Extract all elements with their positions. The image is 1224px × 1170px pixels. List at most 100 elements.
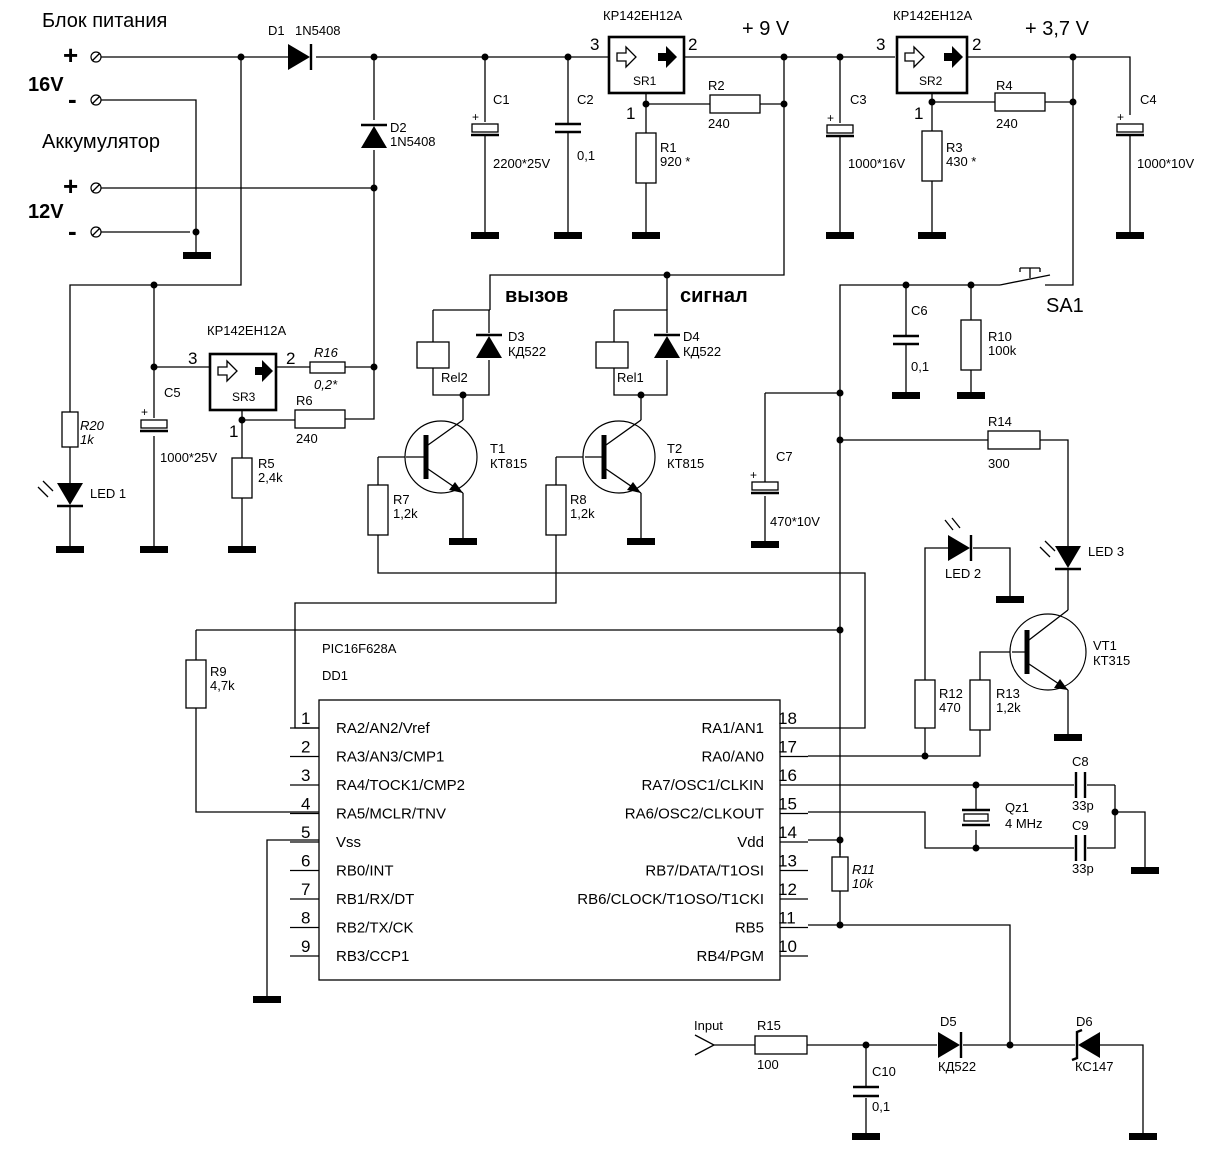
resistor-r8: R8 1,2k bbox=[545, 484, 595, 536]
c1-value: 2200*25V bbox=[493, 156, 550, 171]
sr3-pin-out: 2 bbox=[286, 349, 295, 368]
mcu-pin-name: RB0/INT bbox=[336, 863, 394, 880]
rail-3v7-label: + 3,7 V bbox=[1025, 18, 1090, 40]
resistor-r13: R13 1,2k bbox=[969, 679, 1021, 731]
r2-ref: R2 bbox=[708, 78, 725, 93]
vt1-ref: VT1 bbox=[1093, 638, 1117, 653]
mcu-pin-number: 1 bbox=[301, 709, 310, 728]
capacitor-c10: C10 0,1 bbox=[853, 1064, 896, 1114]
capacitor-c2: C2 0,1 bbox=[555, 92, 595, 163]
mcu-right-pins: 18RA1/AN117RA0/AN016RA7/OSC1/CLKIN15RA6/… bbox=[577, 709, 808, 965]
r12-value: 470 bbox=[939, 700, 961, 715]
sr3-pin-in: 3 bbox=[188, 349, 197, 368]
sr1-ref: SR1 bbox=[633, 74, 657, 88]
mcu-pin-number: 11 bbox=[778, 909, 796, 928]
mcu-pin-name: RB2/TX/CK bbox=[336, 920, 414, 937]
sa1-label: SA1 bbox=[1046, 295, 1084, 317]
c6-ref: C6 bbox=[911, 303, 928, 318]
r4-value: 240 bbox=[996, 116, 1018, 131]
c3-value: 1000*16V bbox=[848, 156, 905, 171]
c2-ref: C2 bbox=[577, 92, 594, 107]
mcu-dd1: PIC16F628A DD1 1RA2/AN2/Vref2RA3/AN3/CMP… bbox=[290, 641, 808, 981]
mcu-pin-number: 7 bbox=[301, 880, 310, 899]
mcu-pin-number: 15 bbox=[778, 795, 797, 814]
c9-value: 33p bbox=[1072, 861, 1094, 876]
r15-value: 100 bbox=[757, 1057, 779, 1072]
r10-value: 100k bbox=[988, 343, 1017, 358]
mcu-pin-number: 10 bbox=[778, 937, 797, 956]
r16-value: 0,2* bbox=[314, 377, 338, 392]
vt1-part: КТ315 bbox=[1093, 653, 1130, 668]
call-label: вызов bbox=[505, 285, 568, 307]
capacitor-c8: C8 33p bbox=[1072, 754, 1094, 813]
sr2-pin-in: 3 bbox=[876, 35, 885, 54]
signal-label: сигнал bbox=[680, 285, 748, 307]
mcu-pin-name: Vss bbox=[336, 834, 361, 851]
mcu-pin-name: RA1/AN1 bbox=[701, 720, 764, 737]
svg-text:+: + bbox=[750, 468, 757, 482]
mcu-pin-name: RA7/OSC1/CLKIN bbox=[641, 777, 764, 794]
capacitor-c4: + C4 1000*10V bbox=[1116, 92, 1194, 171]
r1-value: 920 * bbox=[660, 154, 690, 169]
r14-ref: R14 bbox=[988, 414, 1012, 429]
mcu-pin-number: 5 bbox=[301, 823, 310, 842]
input-label: Input bbox=[694, 1018, 723, 1033]
r13-value: 1,2k bbox=[996, 700, 1021, 715]
resistor-r12: R12 470 bbox=[914, 679, 963, 729]
sr3-ref: SR3 bbox=[232, 390, 256, 404]
c7-value: 470*10V bbox=[770, 514, 820, 529]
qz1-ref: Qz1 bbox=[1005, 800, 1029, 815]
r10-ref: R10 bbox=[988, 329, 1012, 344]
c1-ref: C1 bbox=[493, 92, 510, 107]
terminal-16v-minus bbox=[90, 94, 102, 106]
sr3-pin-adj: 1 bbox=[229, 422, 238, 441]
sr2-pin-adj: 1 bbox=[914, 104, 923, 123]
r14-value: 300 bbox=[988, 456, 1010, 471]
regulator-sr1: SR1 КР142ЕН12А 3 2 1 bbox=[590, 8, 697, 123]
c4-ref: C4 bbox=[1140, 92, 1157, 107]
terminal-12v-minus bbox=[90, 226, 102, 238]
ground-symbols bbox=[56, 232, 1159, 1140]
mcu-left-pins: 1RA2/AN2/Vref2RA3/AN3/CMP13RA4/TOCK1/CMP… bbox=[290, 709, 465, 965]
c2-value: 0,1 bbox=[577, 148, 595, 163]
mcu-pin-number: 17 bbox=[778, 738, 797, 757]
mcu-pin-number: 14 bbox=[778, 823, 797, 842]
mcu-pin-name: RB6/CLOCK/T1OSO/T1CKI bbox=[577, 891, 764, 908]
led-3: LED 3 bbox=[1039, 540, 1124, 571]
c6-value: 0,1 bbox=[911, 359, 929, 374]
c5-value: 1000*25V bbox=[160, 450, 217, 465]
d4-ref: D4 bbox=[683, 329, 700, 344]
capacitor-c6: C6 0,1 bbox=[893, 303, 929, 374]
c5-ref: C5 bbox=[164, 385, 181, 400]
transistor-vt1: VT1 КТ315 bbox=[1009, 609, 1130, 691]
r3-ref: R3 bbox=[946, 140, 963, 155]
led3-label: LED 3 bbox=[1088, 544, 1124, 559]
mcu-pin-number: 3 bbox=[301, 766, 310, 785]
led1-label: LED 1 bbox=[90, 486, 126, 501]
relay-rel1: Rel1 сигнал bbox=[595, 285, 748, 385]
junction-dots bbox=[150, 53, 1119, 1049]
power-supply-title: Блок питания bbox=[42, 10, 167, 32]
crystal-qz1: Qz1 4 MHz bbox=[962, 800, 1043, 831]
c9-ref: C9 bbox=[1072, 818, 1089, 833]
sr2-pin-out: 2 bbox=[972, 35, 981, 54]
resistor-r6: R6 240 bbox=[294, 393, 346, 446]
t1-part: КТ815 bbox=[490, 456, 527, 471]
input-terminals bbox=[90, 51, 102, 238]
terminal-16v-plus bbox=[90, 51, 102, 63]
mcu-pin-name: RA0/AN0 bbox=[701, 749, 764, 766]
mcu-pin-number: 8 bbox=[301, 909, 310, 928]
capacitor-c3: + C3 1000*16V bbox=[826, 92, 905, 171]
mcu-pin-name: Vdd bbox=[737, 834, 764, 851]
r13-ref: R13 bbox=[996, 686, 1020, 701]
plus-sign: + bbox=[63, 40, 78, 70]
voltage-16v: 16V bbox=[28, 74, 64, 96]
d1-part: 1N5408 bbox=[295, 23, 341, 38]
r5-value: 2,4k bbox=[258, 470, 283, 485]
t2-ref: T2 bbox=[667, 441, 682, 456]
d5-part: КД522 bbox=[938, 1059, 976, 1074]
rel1-label: Rel1 bbox=[617, 370, 644, 385]
d5-ref: D5 bbox=[940, 1014, 957, 1029]
r12-ref: R12 bbox=[939, 686, 963, 701]
